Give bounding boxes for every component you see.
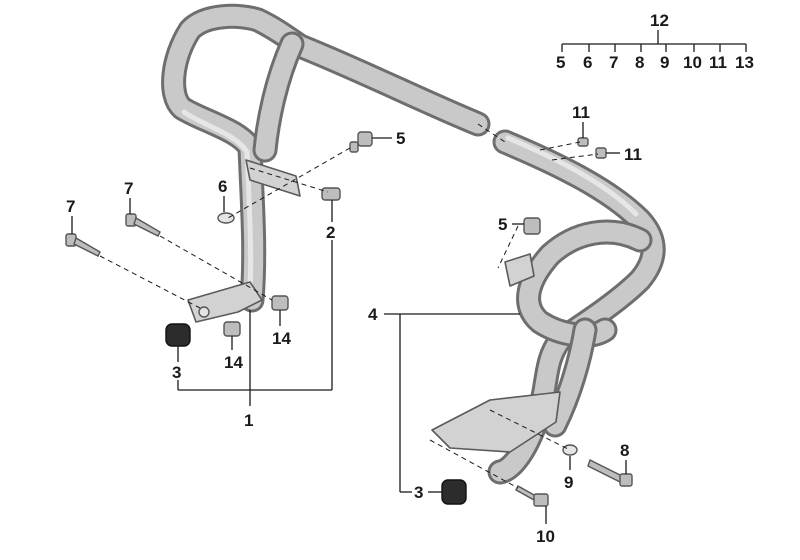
callout-2: 2 (326, 223, 335, 242)
washer-9 (562, 444, 578, 456)
callout-11-upper: 11 (572, 103, 590, 122)
kit-item-10: 10 (683, 53, 702, 72)
bolt-7-left (65, 233, 101, 257)
washer-6 (217, 212, 235, 224)
upper-left-bracket (245, 159, 301, 197)
callout-7-middle: 7 (124, 179, 133, 198)
callout-5-upper: 5 (396, 129, 405, 148)
rubber-cap-3-left (165, 323, 191, 347)
callout-1: 1 (244, 411, 253, 430)
bolt-8 (587, 459, 633, 487)
kit-item-9: 9 (660, 53, 669, 72)
callout-10: 10 (536, 527, 555, 546)
callout-8: 8 (620, 441, 629, 460)
bolt-10 (515, 485, 549, 507)
callout-3-right: 3 (414, 483, 423, 502)
bolt-7-middle (125, 213, 161, 237)
nut-2 (321, 187, 341, 201)
kit-item-13: 13 (735, 53, 754, 72)
bolt-5-right (523, 217, 541, 235)
callout-5-right: 5 (498, 215, 507, 234)
callout-6: 6 (218, 177, 227, 196)
crash-bar-tube (161, 3, 666, 485)
lower-right-bracket (431, 391, 561, 453)
kit-item-5: 5 (556, 53, 565, 72)
callout-3-left: 3 (172, 363, 181, 382)
spacer-14-left (223, 321, 241, 337)
kit-item-8: 8 (635, 53, 644, 72)
callout-7-left: 7 (66, 197, 75, 216)
bolt-11-lower (595, 147, 607, 159)
callout-11-lower: 11 (624, 145, 642, 164)
callout-14-right: 14 (272, 329, 291, 348)
callout-12: 12 (650, 11, 669, 30)
assembly-lines (99, 123, 599, 489)
right-upper-bracket (504, 253, 535, 287)
callout-4: 4 (368, 305, 378, 324)
spacer-14-right (271, 295, 289, 311)
bolt-5-upper (349, 131, 373, 153)
kit-item-6: 6 (583, 53, 592, 72)
kit-item-11: 11 (709, 53, 727, 72)
callout-9: 9 (564, 473, 573, 492)
callout-14-left: 14 (224, 353, 243, 372)
rubber-cap-3-right (441, 479, 467, 505)
lower-left-bracket (187, 281, 263, 323)
leader-lines (71, 30, 747, 524)
kit-item-7: 7 (609, 53, 618, 72)
